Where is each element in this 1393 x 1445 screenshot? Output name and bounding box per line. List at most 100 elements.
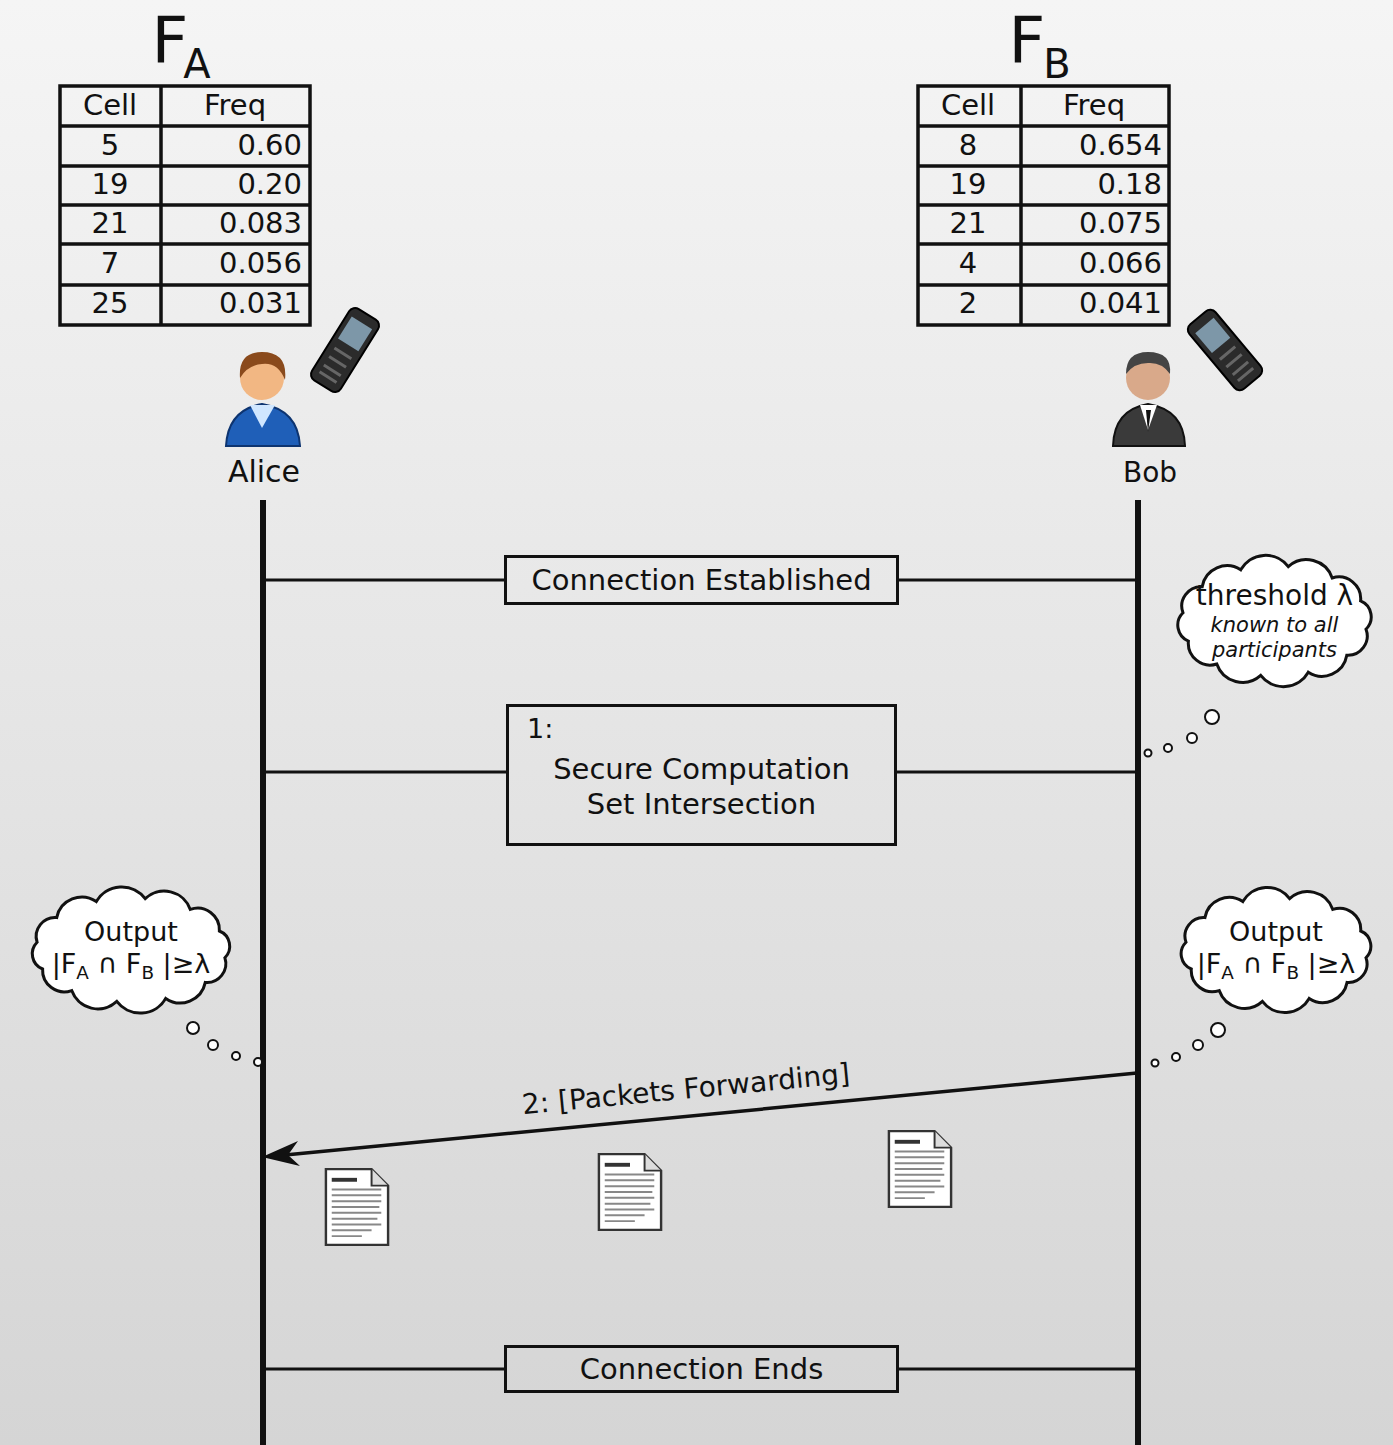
table-header: Cell: [941, 90, 995, 122]
thought-dots-part: [1145, 750, 1152, 757]
message-box: Connection Ends: [504, 1345, 899, 1393]
actor-name: Bob: [1123, 458, 1177, 489]
bob-phone-part: [1220, 347, 1253, 381]
lifelines: [263, 500, 1138, 1445]
message-line: [263, 1368, 504, 1371]
bob-phone-part: [1195, 318, 1230, 353]
alice-figure-part: [226, 404, 300, 446]
message-line: [899, 579, 1138, 582]
thought-cloud: Output|FA ∩ FB |≥λ: [1163, 878, 1389, 1022]
table-cell: 0.075: [1079, 208, 1162, 240]
table-cell: 0.18: [1097, 169, 1162, 201]
table-cell: 0.056: [219, 248, 302, 280]
box-text: Connection Ends: [580, 1352, 824, 1387]
thought-dots-part: [232, 1052, 240, 1060]
table-cell: 7: [101, 248, 119, 280]
step-number: 1:: [527, 713, 553, 745]
packet-arrow-part: [262, 1141, 300, 1166]
bob-figure-part: [1113, 404, 1185, 446]
table-title: F: [1009, 5, 1046, 75]
bob-phone: [1185, 307, 1265, 393]
formula-part: |≥λ: [1299, 948, 1355, 979]
thought-dots-part: [208, 1040, 218, 1050]
bob-figure-part: [1126, 352, 1170, 374]
cloud-heading: Output: [1229, 916, 1323, 948]
table-cell: 25: [92, 288, 129, 320]
table-cell: 0.654: [1079, 130, 1162, 162]
table-grid-part: [60, 86, 310, 325]
alice-phone: [308, 305, 381, 394]
alice-figure-part: [240, 352, 285, 380]
table-header: Freq: [204, 90, 266, 122]
table-cell: 5: [101, 130, 119, 162]
document-icons-part: [326, 1169, 388, 1245]
cloud-formula: |FA ∩ FB |≥λ: [1197, 948, 1356, 984]
alice-phone-part: [338, 317, 372, 352]
message-line: [899, 1368, 1138, 1371]
table-grid-part: [918, 86, 1169, 325]
table-cell: 21: [950, 208, 987, 240]
bob-figure-part: [1146, 410, 1151, 432]
thought-cloud: Output|FA ∩ FB |≥λ: [14, 878, 248, 1022]
table-cell: 21: [92, 208, 129, 240]
table-cell: 0.031: [219, 288, 302, 320]
alice-phone-part: [308, 305, 381, 394]
message-line: [263, 579, 504, 582]
table-cell: 2: [959, 288, 977, 320]
formula-part: |≥λ: [154, 948, 210, 979]
thought-dots-part: [1193, 1040, 1203, 1050]
alice-phone-part: [320, 348, 352, 382]
table-title-subscript: A: [183, 42, 210, 86]
thought-dots-part: [1205, 710, 1219, 724]
table-cell: 0.20: [237, 169, 302, 201]
message-line: [897, 771, 1138, 774]
cloud-outline-path: [1181, 887, 1371, 1012]
table-header: Freq: [1063, 90, 1125, 122]
lifelines-part: [260, 500, 266, 1445]
box-text: Connection Established: [531, 563, 871, 598]
thought-dots: [187, 710, 1225, 1067]
table-grid-part: [60, 86, 310, 325]
cloud-outline-path: [32, 887, 229, 1013]
table-grid-part: [918, 86, 1169, 325]
formula-subscript: B: [1286, 962, 1299, 983]
table-cell: 19: [92, 169, 129, 201]
table-title: F: [152, 5, 189, 75]
table-cell: 0.066: [1079, 248, 1162, 280]
bob-figure: [1113, 352, 1185, 446]
lifelines-part: [1135, 500, 1141, 1445]
alice-figure: [226, 352, 300, 446]
formula-part: |F: [1197, 948, 1222, 979]
document-icons: [326, 1131, 951, 1245]
table-cell: 0.083: [219, 208, 302, 240]
formula-subscript: B: [141, 962, 154, 983]
bob-phone-part: [1185, 307, 1265, 393]
document-icons-part: [889, 1131, 951, 1207]
thought-dots-part: [1152, 1060, 1159, 1067]
cloud-formula: |FA ∩ FB |≥λ: [52, 948, 211, 984]
actor-name: Alice: [228, 455, 300, 488]
table-grid: [60, 86, 1169, 325]
thought-cloud: threshold λknown to all participants: [1160, 546, 1389, 696]
thought-dots-part: [1211, 1023, 1225, 1037]
cloud-heading: Output: [84, 916, 178, 948]
formula-part: ∩ F: [1234, 948, 1286, 979]
formula-part: |F: [52, 948, 77, 979]
table-cell: 8: [959, 130, 977, 162]
message-box: Connection Established: [504, 555, 899, 605]
table-header: Cell: [83, 90, 137, 122]
box-text: Secure Computation Set Intersection: [526, 752, 877, 822]
document-icons-part: [599, 1154, 661, 1230]
thought-dots-part: [254, 1058, 262, 1066]
alice-figure-part: [250, 405, 275, 428]
message-lines: [263, 580, 1138, 1369]
table-cell: 19: [950, 169, 987, 201]
cloud-note: known to all participants: [1192, 613, 1357, 663]
cloud-heading: threshold λ: [1196, 579, 1353, 613]
table-title-subscript: B: [1043, 42, 1070, 86]
formula-subscript: A: [1221, 962, 1234, 983]
cloud-outline-path: [1178, 555, 1371, 686]
thought-dots-part: [1187, 733, 1197, 743]
